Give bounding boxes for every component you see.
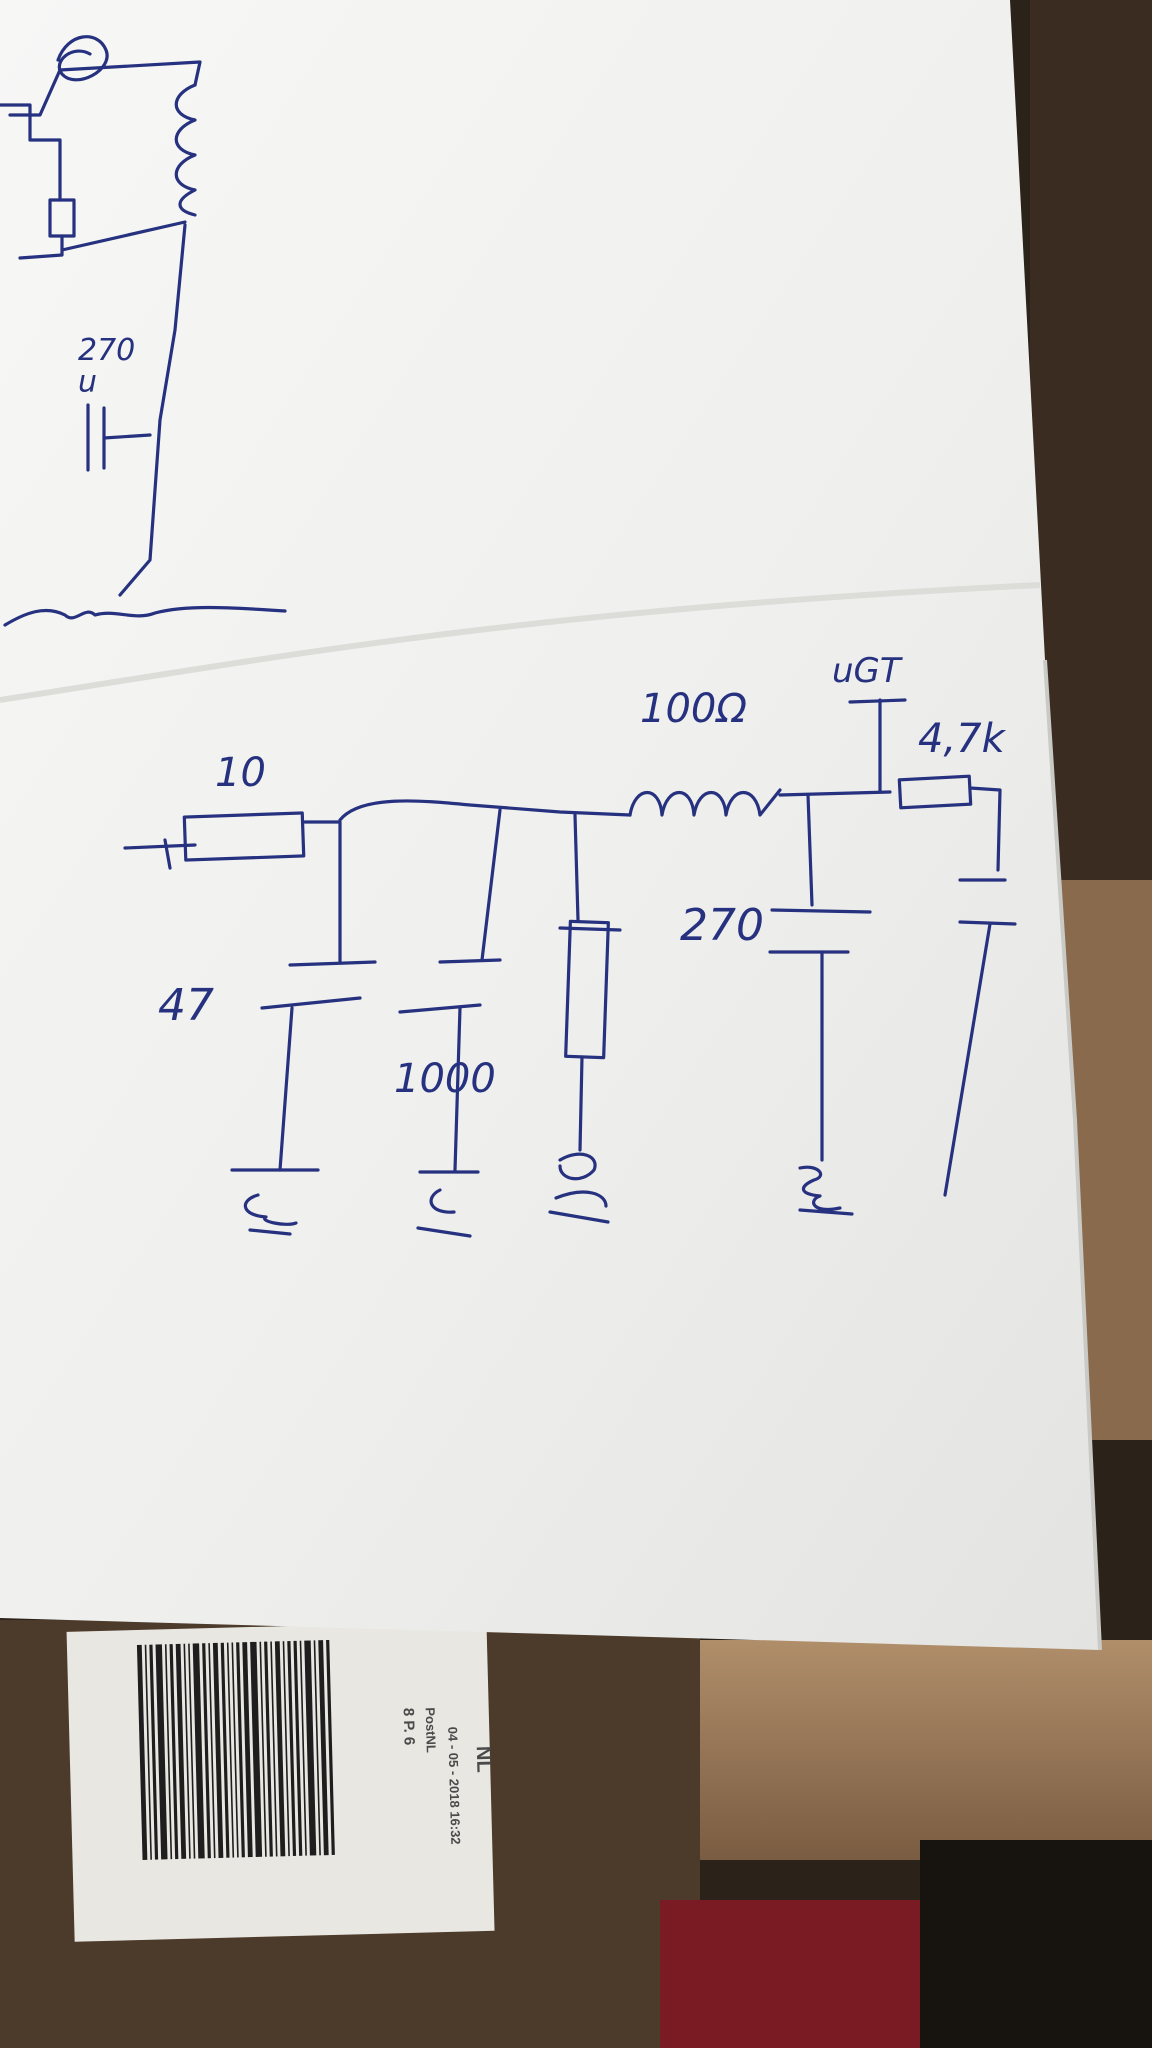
- label-input-resistor: 10: [215, 750, 266, 796]
- barcode-bar: [212, 1642, 224, 1858]
- dark-bottom-right: [920, 1840, 1152, 2048]
- node-wire-1: [303, 820, 342, 964]
- barcode-bar: [313, 1640, 321, 1856]
- node-wire-2: [480, 808, 502, 962]
- barcode-bar: [136, 1644, 148, 1860]
- barcode-bar: [202, 1643, 211, 1859]
- barcode-bar: [270, 1641, 278, 1857]
- barcode-bar: [242, 1642, 253, 1858]
- top-mid-wire: [18, 220, 187, 260]
- barcode-bar: [183, 1643, 191, 1859]
- barcode-bar: [231, 1642, 239, 1858]
- barcode-bar: [192, 1643, 205, 1859]
- top-ground-squiggle: [3, 605, 287, 627]
- ground-4: [798, 1165, 854, 1216]
- barcode-bar: [293, 1640, 303, 1856]
- input-resistor: [182, 811, 306, 862]
- shunt-resistor-top: [558, 926, 622, 932]
- barcode-bar: [149, 1644, 159, 1860]
- paper-sheet: [0, 0, 1100, 1650]
- label-feedback-resistor: 4,7k: [918, 716, 1007, 762]
- shunt-resistor: [564, 919, 610, 1060]
- barcode-bar: [175, 1643, 187, 1859]
- barcode-bar: [318, 1640, 329, 1856]
- cap47-bottom-plate: [260, 996, 362, 1010]
- barcode-bar: [236, 1642, 245, 1858]
- barcode-bar: [264, 1641, 273, 1857]
- ugt-tick: [848, 698, 907, 704]
- schematic: [0, 35, 1017, 1238]
- shipping-label: 8 P. 6 PostNL 04 - 05 - 2018 16:32 NL: [66, 1620, 495, 1942]
- barcode: [136, 1639, 335, 1860]
- feedback-wire-right: [968, 786, 1002, 872]
- mid-bus: [778, 790, 892, 797]
- label-cap-47: 47: [158, 980, 214, 1031]
- top-inductor: [174, 83, 197, 217]
- barcode-bar: [220, 1642, 230, 1858]
- feedback-resistor: [897, 774, 973, 810]
- barcode-bar: [250, 1641, 263, 1857]
- label-series-inductor: 100Ω: [640, 686, 747, 732]
- barcode-bar: [164, 1644, 173, 1860]
- top-cap-lead: [102, 433, 152, 440]
- barcode-bar: [144, 1644, 152, 1860]
- barcode-bar: [282, 1641, 290, 1857]
- cap47-top-plate: [288, 960, 377, 967]
- paper-fold-line: [0, 582, 1041, 703]
- label-node: uGT: [832, 651, 903, 691]
- cardboard-bottom-right: [700, 1640, 1152, 1860]
- barcode-bar: [188, 1643, 196, 1859]
- label-line-2: PostNL: [423, 1707, 439, 1753]
- cap1000-top-plate: [438, 958, 502, 964]
- output-lead-down: [943, 922, 992, 1197]
- label-line-1: 8 P. 6: [400, 1708, 418, 1746]
- label-line-4: NL: [472, 1746, 495, 1773]
- inductor-series: [628, 788, 782, 817]
- cap270-top-plate: [770, 908, 872, 914]
- barcode-bar: [226, 1642, 235, 1858]
- node-wire-3: [573, 813, 580, 922]
- barcode-bar: [299, 1640, 307, 1856]
- ground-2: [416, 1170, 480, 1238]
- output-cap-bottom: [958, 920, 1017, 926]
- cap1000-lead-down: [453, 1006, 462, 1172]
- label-cap-270: 270: [680, 900, 764, 951]
- barcode-bar: [326, 1639, 335, 1855]
- barcode-bar: [274, 1641, 286, 1857]
- ground-3: [548, 1152, 610, 1224]
- label-cap-1000: 1000: [394, 1056, 496, 1102]
- shunt-lead-down: [578, 1055, 584, 1152]
- cap47-lead-down: [278, 1006, 294, 1172]
- barcode-bar: [208, 1643, 216, 1859]
- input-wire: [123, 843, 197, 850]
- barcode-bar: [287, 1640, 297, 1857]
- scribble-circle: [56, 35, 109, 82]
- input-tick: [163, 838, 172, 870]
- node-wire-4: [806, 793, 814, 907]
- top-bus: [338, 799, 632, 822]
- barcode-bar: [304, 1640, 317, 1856]
- barcode-bar: [259, 1641, 267, 1857]
- top-return-wire: [118, 223, 187, 597]
- barcode-bar: [155, 1644, 168, 1860]
- ground-1: [230, 1168, 320, 1236]
- top-left-wire: [0, 103, 62, 202]
- barcode-bar: [169, 1644, 179, 1860]
- paper-shadow-edge: [1043, 659, 1102, 1651]
- label-line-3: 04 - 05 - 2018 16:32: [445, 1727, 463, 1845]
- cap1000-bottom-plate: [398, 1003, 482, 1014]
